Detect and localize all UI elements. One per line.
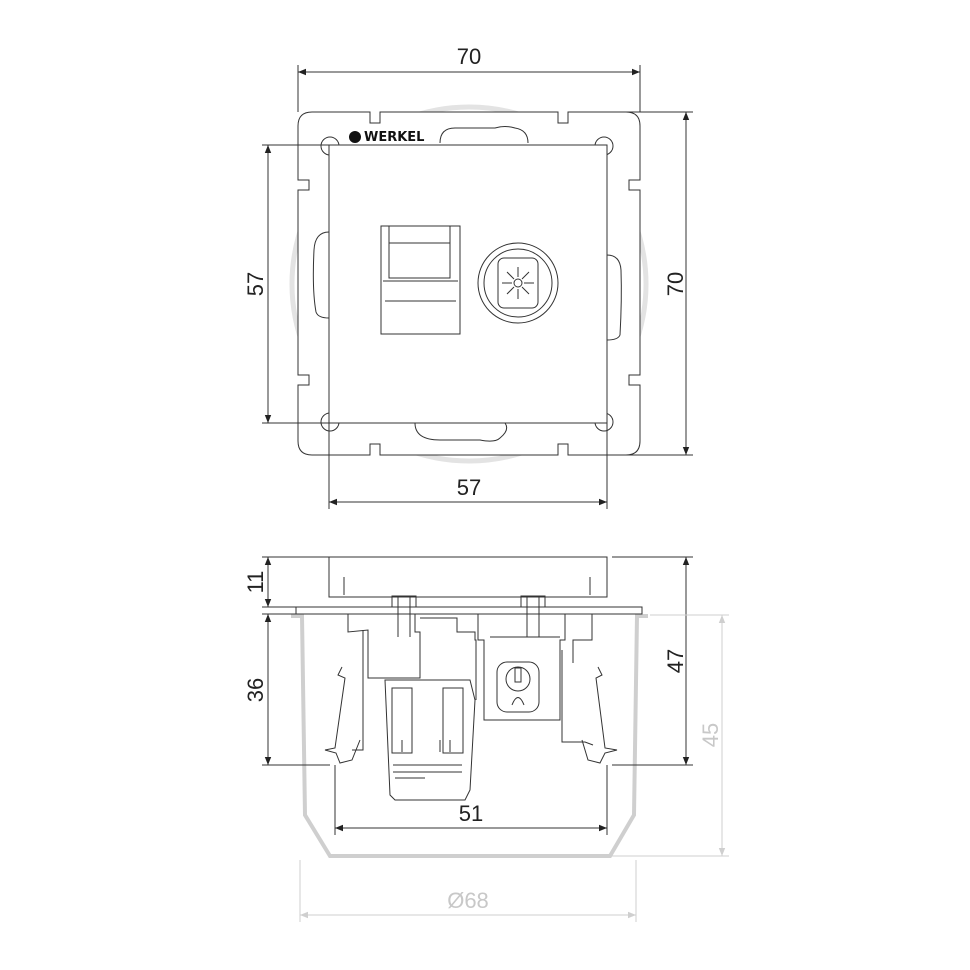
front-view: WERKEL 70 <box>243 44 693 509</box>
dimension-box-diameter: Ø68 <box>299 860 637 922</box>
frame-flange <box>295 606 643 615</box>
plate-pins <box>391 595 546 637</box>
dimension-label: 11 <box>243 571 268 594</box>
coax-tv-socket <box>477 242 559 324</box>
cover-plate-side <box>328 556 608 598</box>
mounting-claw-left <box>324 666 361 764</box>
mounting-box-section <box>291 614 648 858</box>
dimension-mechanism-width: 51 <box>334 765 608 835</box>
frame-slot-bottom <box>414 422 508 442</box>
dimension-label: Ø68 <box>447 888 489 913</box>
dimension-label: 51 <box>459 801 483 826</box>
coax-module-side <box>496 661 540 713</box>
dimension-mechanism-depth: 36 <box>243 613 330 766</box>
frame-slot-right <box>606 254 622 341</box>
werkel-logo: WERKEL <box>349 130 424 145</box>
frame-slot-left <box>312 231 330 319</box>
rj45-socket <box>380 225 461 335</box>
side-view: 11 36 47 45 51 Ø68 <box>243 556 729 922</box>
mounting-box-outline <box>289 104 649 464</box>
dimension-label: 47 <box>663 649 688 673</box>
frame-slot-top <box>439 126 529 144</box>
dimension-plate-height: 57 <box>243 144 329 424</box>
dimension-label: 70 <box>457 44 481 69</box>
mounting-claw-right <box>581 666 618 764</box>
dimension-plate-width: 57 <box>328 423 608 509</box>
logo-text: WERKEL <box>364 130 424 145</box>
dimension-label: 36 <box>243 678 268 702</box>
dimension-frame-width: 70 <box>297 44 641 112</box>
dimension-label: 57 <box>243 272 268 296</box>
rj45-module-side <box>384 679 476 801</box>
cover-plate <box>328 144 608 424</box>
dimension-total-depth: 47 <box>612 556 693 766</box>
dimension-label: 70 <box>663 272 688 296</box>
dimension-label: 45 <box>698 723 723 747</box>
mechanism-body <box>347 613 594 751</box>
dimension-box-depth: 45 <box>612 614 729 857</box>
dimension-label: 57 <box>457 475 481 500</box>
dimension-plate-depth: 11 <box>243 556 329 608</box>
